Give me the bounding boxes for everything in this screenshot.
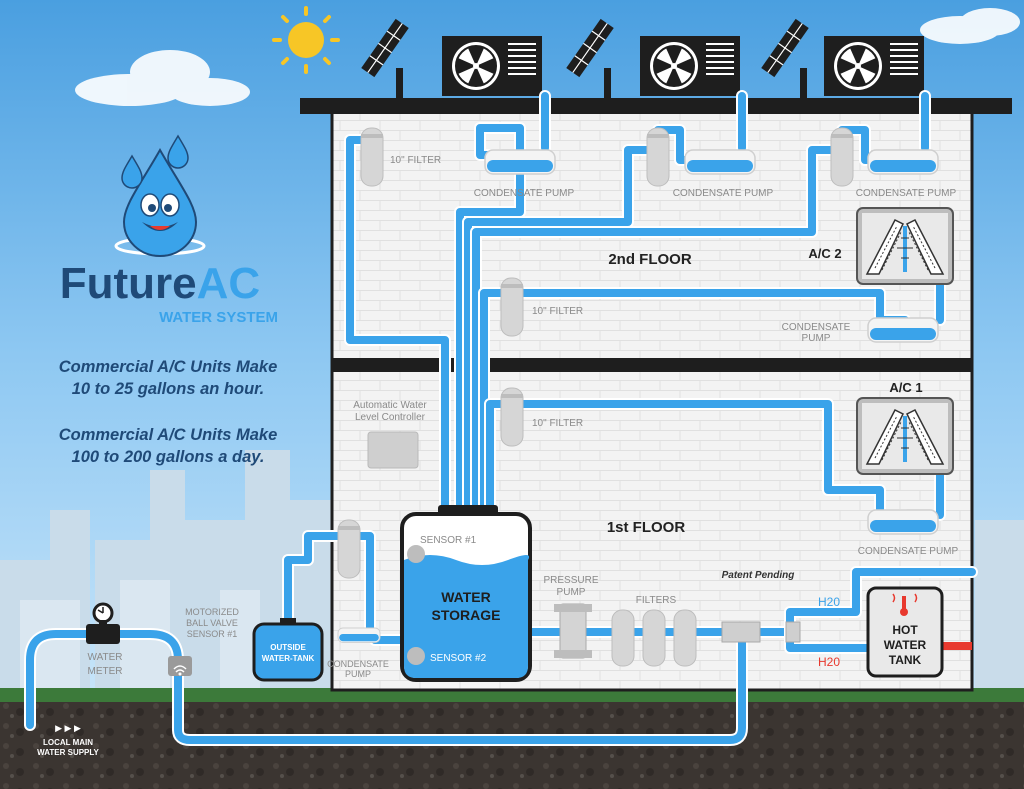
condensate-pump-label-1: CONDENSATE PUMP bbox=[474, 188, 575, 199]
valve-label-3: SENSOR #1 bbox=[187, 629, 238, 639]
condensate-label-outside: CONDENSATE bbox=[327, 659, 389, 669]
hot-tank-label-2: WATER bbox=[884, 638, 927, 652]
sensor1-label: SENSOR #1 bbox=[420, 535, 477, 546]
pressure-pump-icon bbox=[554, 603, 592, 659]
pump-label-outside: PUMP bbox=[345, 669, 371, 679]
h2o-cold-label: H20 bbox=[818, 595, 840, 609]
outside-tank-label-1: OUTSIDE bbox=[270, 643, 306, 652]
filter-label-2nd: 10" FILTER bbox=[532, 306, 583, 317]
sensor2-label: SENSOR #2 bbox=[430, 653, 487, 664]
water-storage-tank bbox=[400, 505, 532, 682]
filter-label-1st: 10" FILTER bbox=[532, 418, 583, 429]
roof-condenser-units bbox=[441, 35, 925, 97]
ac2-unit-icon bbox=[856, 207, 954, 285]
filters-label: FILTERS bbox=[636, 595, 677, 606]
hot-water-tank bbox=[866, 586, 972, 678]
sun-icon bbox=[272, 6, 340, 74]
level-controller-box bbox=[367, 431, 419, 469]
ac1-unit-icon bbox=[856, 397, 954, 475]
valve-label-1: MOTORIZED bbox=[185, 607, 239, 617]
water-meter-icon bbox=[86, 602, 120, 644]
outside-water-tank bbox=[252, 618, 324, 682]
h2o-valve bbox=[785, 621, 801, 643]
pressure-pump-label-1: PRESSURE bbox=[543, 575, 598, 586]
floor-slab bbox=[332, 358, 972, 372]
pump-label-2nd: PUMP bbox=[802, 333, 831, 344]
water-storage-label-2: STORAGE bbox=[432, 607, 501, 623]
hot-tank-label-1: HOT bbox=[892, 623, 918, 637]
local-main-label-1: LOCAL MAIN bbox=[43, 738, 93, 747]
tagline-3: Commercial A/C Units Make bbox=[59, 426, 278, 444]
filters-bank bbox=[611, 609, 697, 667]
tagline-2: 10 to 25 gallons an hour. bbox=[72, 380, 265, 398]
hot-tank-label-3: TANK bbox=[889, 653, 922, 667]
water-storage-label-1: WATER bbox=[441, 589, 491, 605]
condensate-pump-label-2: CONDENSATE PUMP bbox=[673, 188, 774, 199]
pressure-pump-label-2: PUMP bbox=[557, 587, 586, 598]
ball-valve-sensor-icon bbox=[168, 656, 192, 676]
h2o-hot-label: H20 bbox=[818, 655, 840, 669]
clouds bbox=[75, 8, 1020, 106]
valve-label-2: BALL VALVE bbox=[186, 618, 238, 628]
condensate-pump-label-3: CONDENSATE PUMP bbox=[856, 188, 957, 199]
filter-label-roof: 10" FILTER bbox=[390, 155, 441, 166]
brand-subtitle: WATER SYSTEM bbox=[159, 309, 278, 326]
local-main-label-2: WATER SUPPLY bbox=[37, 748, 99, 757]
roof bbox=[300, 98, 1012, 114]
brand-logo-drop-icon bbox=[114, 134, 206, 257]
tee-junction bbox=[721, 621, 761, 643]
water-meter-label-1: WATER bbox=[88, 652, 123, 663]
controller-label-2: Level Controller bbox=[355, 412, 426, 423]
floor-label-2nd: 2nd FLOOR bbox=[608, 251, 691, 268]
ac1-label: A/C 1 bbox=[889, 380, 922, 395]
tagline-4: 100 to 200 gallons a day. bbox=[72, 448, 265, 466]
brand-name: FutureAC bbox=[60, 259, 260, 308]
condensate-label-2nd: CONDENSATE bbox=[782, 322, 851, 333]
condensate-pump-label-1st: CONDENSATE PUMP bbox=[858, 546, 959, 557]
ac2-label: A/C 2 bbox=[808, 246, 841, 261]
roof-solar-panels bbox=[360, 18, 810, 98]
water-meter-label-2: METER bbox=[88, 666, 123, 677]
controller-label-1: Automatic Water bbox=[353, 400, 427, 411]
patent-label: Patent Pending bbox=[722, 570, 795, 581]
floor-label-1st: 1st FLOOR bbox=[607, 519, 686, 536]
flow-arrows-icon: ▶ ▶ ▶ bbox=[55, 723, 81, 733]
outside-tank-label-2: WATER-TANK bbox=[262, 654, 315, 663]
tagline-1: Commercial A/C Units Make bbox=[59, 358, 278, 376]
